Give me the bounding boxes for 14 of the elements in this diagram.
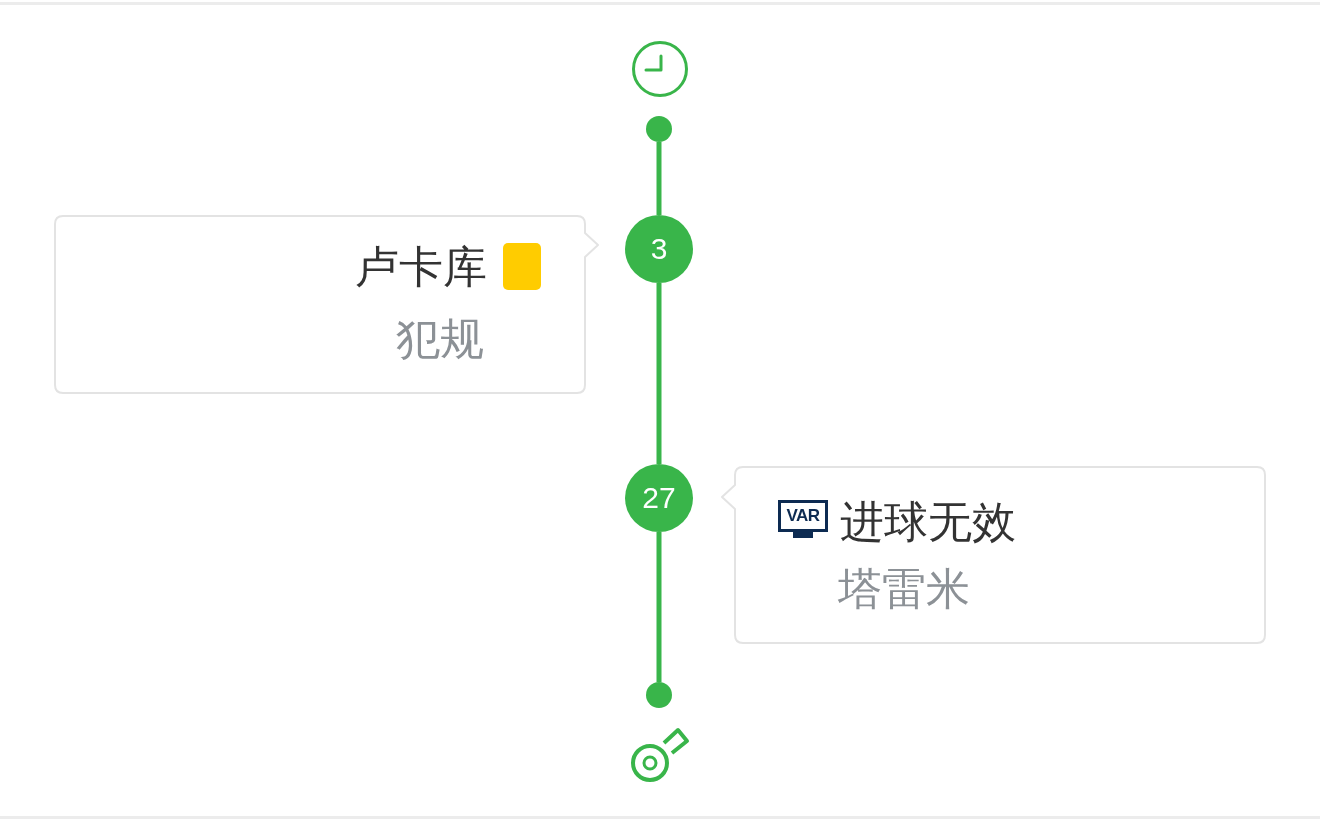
timeline-dot [646,682,672,708]
timeline-line [656,142,662,215]
event-card [721,466,1266,644]
timeline-dot [646,116,672,142]
timeline-line [656,532,662,682]
player-name: 塔雷米 [838,562,970,616]
event-label: 进球无效 [840,495,1016,549]
player-name: 卢卡库 [354,240,487,294]
event-card [54,215,599,394]
var-screen: VAR [778,500,828,538]
event-label: 犯规 [395,312,484,366]
minute-marker: 3 [625,215,693,283]
minute-marker: 27 [625,464,693,532]
timeline-line [656,283,662,464]
